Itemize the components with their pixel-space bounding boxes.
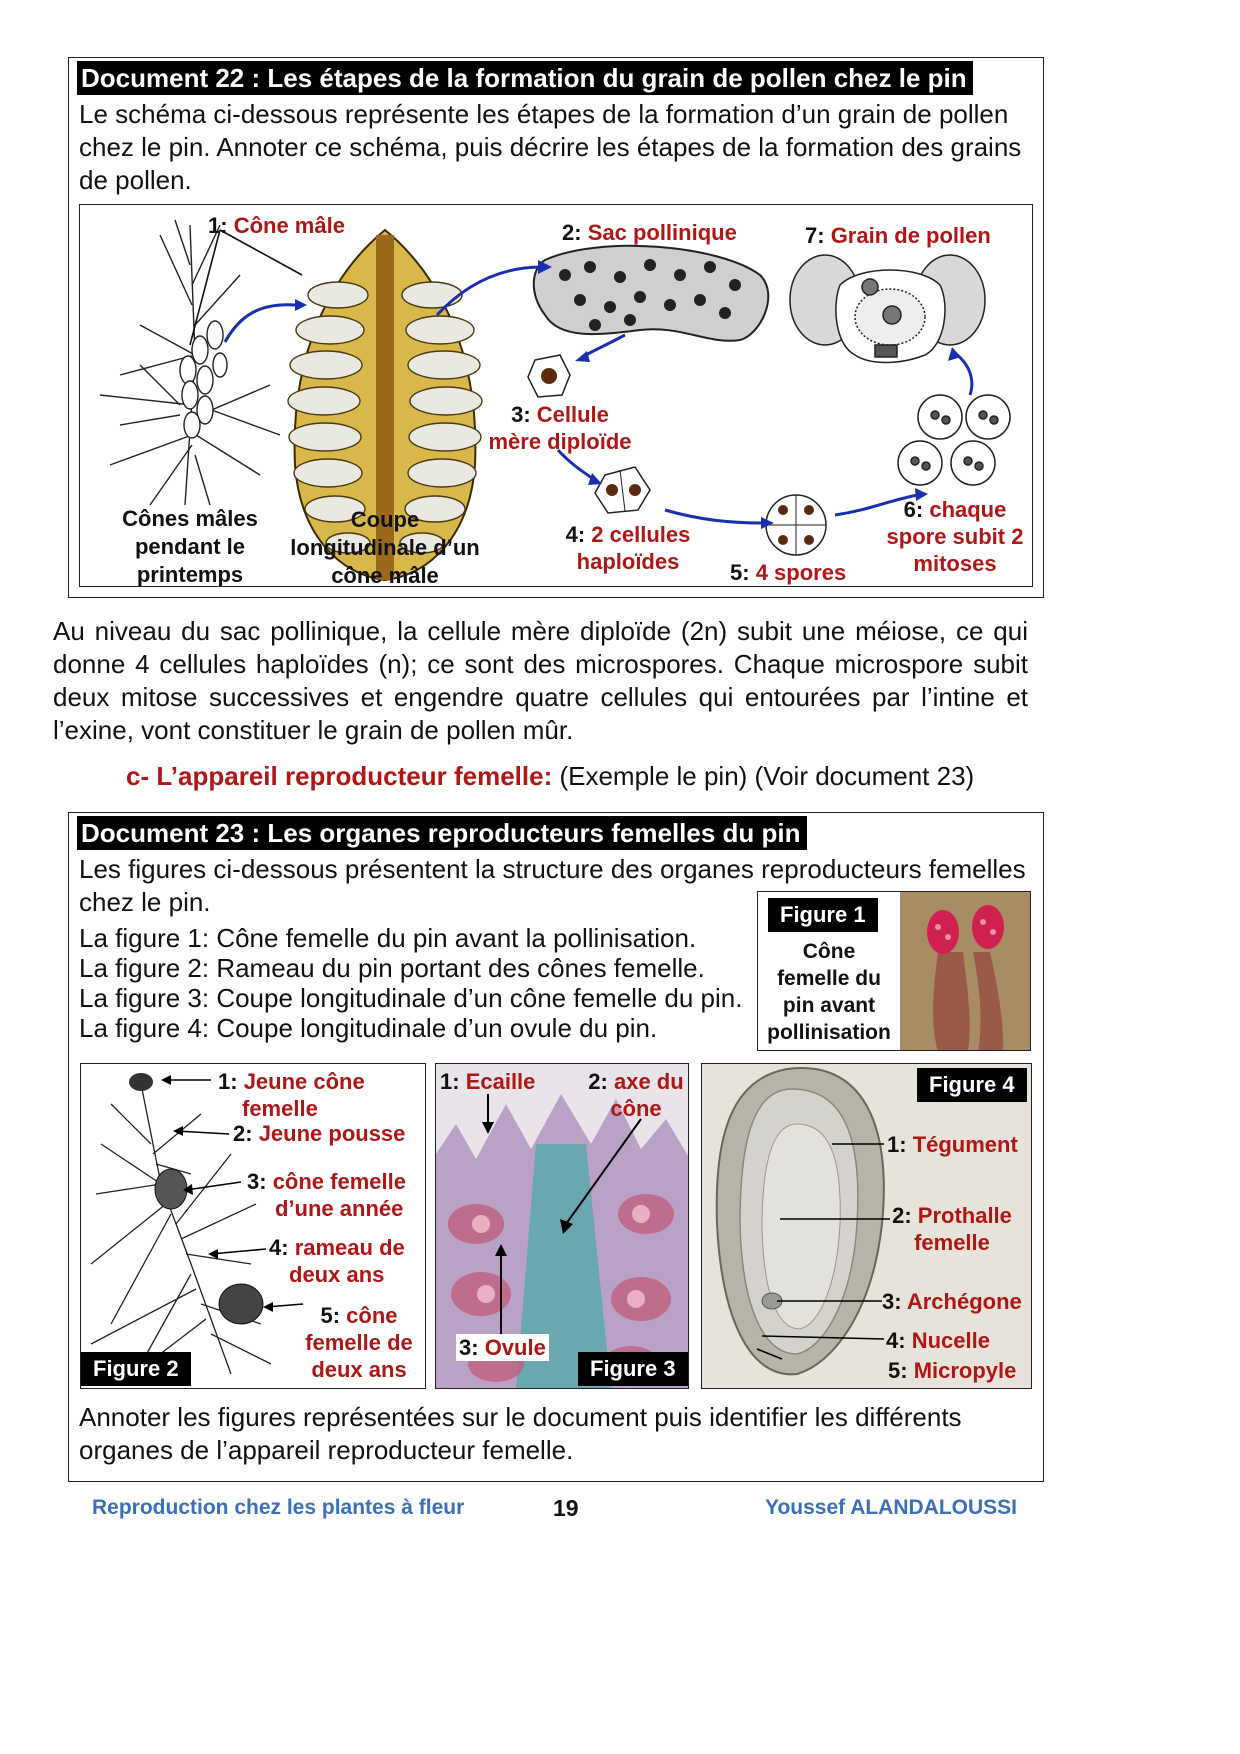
figure-list-item: La figure 1: Cône femelle du pin avant l… [79, 923, 697, 953]
pollen-formation-diagram: 1: Cône mâle 2: Sac pollinique 7: Grain … [79, 204, 1033, 587]
four-spores-drawing [765, 494, 827, 556]
female-cone-section-micrograph [436, 1064, 688, 1388]
fig3-label-3: 3: Ovule [456, 1334, 549, 1361]
mother-cell-drawing [527, 354, 571, 398]
document-23-outro: Annoter les figures représentées sur le … [79, 1402, 962, 1465]
label-7-pollen-grain: 7: Grain de pollen [805, 223, 991, 248]
male-cone-section-drawing [287, 228, 483, 582]
figure-2-tag: Figure 2 [81, 1352, 191, 1386]
fig2-label-2: 2: Jeune pousse [233, 1121, 406, 1146]
fig3-label-1: 1: Ecaille [440, 1069, 536, 1094]
document-23-title: Document 23 : Les organes reproducteurs … [77, 816, 807, 850]
fig4-label-1: 1: Tégument [887, 1132, 1018, 1157]
figure-4-tag: Figure 4 [917, 1068, 1027, 1102]
section-c-label: c- L’appareil reproducteur femelle: [126, 761, 553, 791]
section-c-heading: c- L’appareil reproducteur femelle: (Exe… [126, 760, 974, 793]
figure-list-item: La figure 4: Coupe longitudinale d’un ov… [79, 1013, 658, 1043]
two-cells-drawing [594, 466, 651, 514]
pollen-formation-explanation: Au niveau du sac pollinique, la cellule … [53, 616, 1028, 745]
section-c-rest: (Exemple le pin) (Voir document 23) [552, 761, 975, 791]
footer-author: Youssef ALANDALOUSSI [765, 1496, 1018, 1519]
fig4-label-5: 5: Micropyle [888, 1358, 1017, 1383]
figure-3-tag: Figure 3 [578, 1352, 688, 1386]
document-22-title: Document 22 : Les étapes de la formation… [77, 61, 973, 95]
pollen-sac-drawing [532, 244, 770, 342]
female-cone-photo [900, 892, 1030, 1050]
fig4-label-4: 4: Nucelle [886, 1328, 990, 1353]
label-2-pollen-sac: 2: Sac pollinique [562, 220, 737, 245]
male-cone-branch-drawing [99, 219, 281, 506]
document-23-intro: Les figures ci-dessous présentent la str… [79, 854, 1026, 917]
figure-1-tag: Figure 1 [768, 898, 878, 932]
ovule-section-micrograph [702, 1064, 1031, 1388]
figure-list-item: La figure 3: Coupe longitudinale d’un cô… [79, 983, 743, 1013]
document-23-box: Document 23 : Les organes reproducteurs … [68, 812, 1044, 1482]
dividing-spores-drawing [897, 394, 1011, 486]
page-number: 19 [553, 1495, 579, 1521]
pollen-diagram-drawing [99, 219, 1011, 582]
document-22-intro: Le schéma ci-dessous représente les étap… [79, 99, 1022, 195]
label-1-male-cone: 1: Cône mâle [208, 213, 345, 238]
label-5-four-spores: 5: 4 spores [730, 560, 847, 585]
document-22-box: Document 22 : Les étapes de la formation… [68, 57, 1044, 598]
footer-left-title: Reproduction chez les plantes à fleur [92, 1496, 465, 1519]
figure-list-item: La figure 2: Rameau du pin portant des c… [79, 953, 705, 983]
pine-branch-drawing [90, 1073, 304, 1385]
pollen-grain-drawing [789, 254, 986, 364]
fig4-label-3: 3: Archégone [882, 1289, 1022, 1314]
